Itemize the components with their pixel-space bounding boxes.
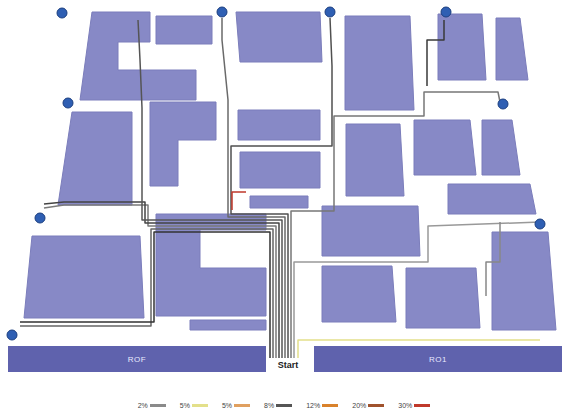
legend-text: 8%	[264, 402, 274, 409]
building-block	[322, 206, 420, 256]
legend-item: 12%	[306, 402, 338, 409]
building-block	[482, 120, 520, 175]
building-block	[492, 232, 556, 330]
legend-item: 2%	[138, 402, 166, 409]
start-label: Start	[276, 360, 301, 370]
building-block	[414, 120, 476, 175]
legend: 2% 5% 5% 8% 12% 20% 30%	[0, 402, 568, 409]
exit-marker	[7, 330, 17, 340]
street-name: RO1	[429, 355, 447, 364]
route-line	[20, 232, 270, 358]
building-block	[156, 16, 212, 44]
route-line	[294, 222, 540, 358]
building-block	[240, 152, 320, 188]
building-block	[150, 102, 216, 186]
legend-item: 20%	[352, 402, 384, 409]
building-block	[448, 184, 536, 214]
route-line	[232, 192, 246, 210]
route-line	[231, 18, 332, 358]
legend-text: 12%	[306, 402, 320, 409]
legend-text: 5%	[180, 402, 190, 409]
legend-text: 2%	[138, 402, 148, 409]
exit-marker	[535, 219, 545, 229]
building-block	[406, 268, 480, 328]
legend-text: 30%	[398, 402, 412, 409]
legend-swatch	[234, 404, 250, 407]
legend-item: 5%	[180, 402, 208, 409]
route-line	[44, 202, 279, 358]
legend-swatch	[368, 404, 384, 407]
building-block	[496, 18, 528, 80]
route-line	[486, 222, 500, 296]
legend-swatch	[192, 404, 208, 407]
building-block	[238, 110, 320, 140]
street-band: RO1	[314, 346, 562, 372]
legend-swatch	[322, 404, 338, 407]
legend-item: 30%	[398, 402, 430, 409]
legend-text: 20%	[352, 402, 366, 409]
building-block	[58, 112, 132, 205]
building-block	[346, 124, 404, 196]
exit-marker	[325, 7, 335, 17]
street-band: ROF	[8, 346, 266, 372]
route-line	[44, 205, 276, 358]
building-block	[438, 14, 486, 80]
exit-marker	[498, 99, 508, 109]
legend-item: 8%	[264, 402, 292, 409]
legend-swatch	[414, 404, 430, 407]
route-line	[427, 20, 444, 86]
building-block	[322, 266, 396, 322]
exit-marker	[57, 8, 67, 18]
legend-text: 5%	[222, 402, 232, 409]
exit-marker	[35, 213, 45, 223]
legend-item: 5%	[222, 402, 250, 409]
building-block	[24, 236, 144, 318]
exit-marker	[63, 98, 73, 108]
street-name: ROF	[128, 355, 146, 364]
building-block	[236, 12, 322, 62]
building-block	[345, 16, 414, 110]
building-block	[190, 320, 266, 330]
exit-marker	[441, 7, 451, 17]
route-line	[138, 20, 282, 358]
exit-marker	[217, 7, 227, 17]
route-line	[20, 229, 273, 358]
legend-swatch	[276, 404, 292, 407]
legend-swatch	[150, 404, 166, 407]
building-block	[250, 196, 308, 208]
